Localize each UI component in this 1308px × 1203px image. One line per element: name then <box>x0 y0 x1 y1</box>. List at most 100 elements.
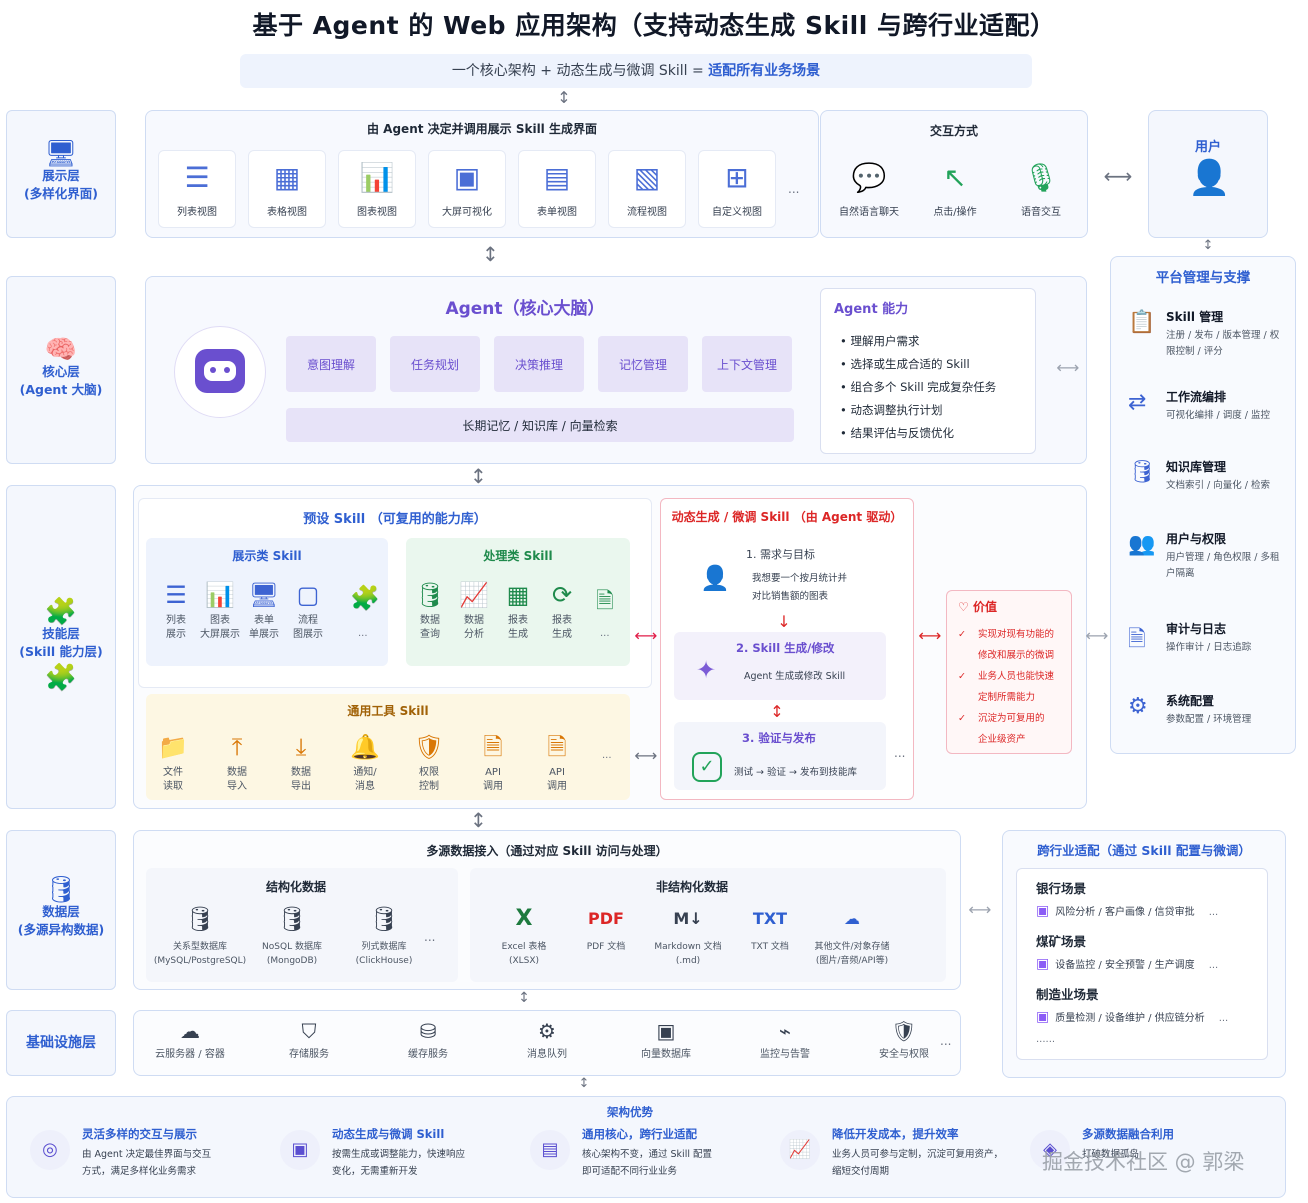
interaction-label: 自然语言聊天 <box>839 206 899 218</box>
layer-sub: (多样化界面) <box>24 186 98 201</box>
step-desc: 测试 → 验证 → 发布到技能库 <box>734 767 857 778</box>
skill-tile[interactable]: ▢流程 图展示 <box>286 580 330 642</box>
interaction-item[interactable]: 🎙语音交互 <box>1002 150 1080 228</box>
data-source-name: Markdown 文档 <box>654 942 722 952</box>
skill-tile[interactable]: 🛡权限 控制 <box>406 732 452 794</box>
data-source[interactable]: ☁其他文件/对象存储(图片/音频/API等) <box>806 904 898 968</box>
platform-item[interactable]: ⇄工作流编排可视化编排 / 调度 / 监控 <box>1128 388 1288 448</box>
puzzle-icon: 🧩 <box>350 584 380 612</box>
monitor-icon: 🖥 <box>248 581 280 609</box>
infra-item[interactable]: ⛉存储服务 <box>259 1018 359 1062</box>
platform-item[interactable]: 📋Skill 管理注册 / 发布 / 版本管理 / 权限控制 / 评分 <box>1128 308 1288 368</box>
skill-tile[interactable]: ▦报表 生成 <box>496 580 540 642</box>
skill-label: 权限 控制 <box>419 767 439 792</box>
form-icon: ▢ <box>296 581 320 609</box>
platform-item-title: 系统配置 <box>1166 694 1215 708</box>
data-source-name: PDF 文档 <box>586 942 626 952</box>
data-source[interactable]: 🛢关系型数据库(MySQL/PostgreSQL) <box>152 904 248 968</box>
skill-tile[interactable]: 🖥表单 单展示 <box>242 580 286 642</box>
agent-function-pill: 意图理解 <box>286 336 376 392</box>
industry-item[interactable]: 银行场景▣风险分析 / 客户画像 / 信贷审批... <box>1036 878 1252 919</box>
skill-tile[interactable]: 📈数据 分析 <box>452 580 496 642</box>
unstructured-panel <box>470 868 946 982</box>
skill-label: 通知/ 消息 <box>353 767 377 792</box>
skill-tile[interactable]: ☰ 列表 展示 <box>154 580 198 642</box>
industry-item[interactable]: 煤矿场景▣设备监控 / 安全预警 / 生产调度... <box>1036 931 1252 972</box>
view-tile[interactable]: 📊图表视图 <box>338 150 416 228</box>
structured-more: ... <box>424 930 436 944</box>
platform-item-desc: 用户管理 / 角色权限 / 多租户隔离 <box>1166 552 1280 579</box>
skill-label: 列表 展示 <box>166 615 186 640</box>
interaction-item[interactable]: 💬自然语言聊天 <box>830 150 908 228</box>
unstructured-heading: 非结构化数据 <box>655 880 728 894</box>
skill-tile[interactable]: 🗎API 调用 <box>534 732 580 794</box>
bidirectional-arrow-icon: ⟷ <box>918 626 942 645</box>
capability-item: • 动态调整执行计划 <box>840 403 943 417</box>
table-icon: ▦ <box>273 160 301 194</box>
platform-item[interactable]: 👥 用户与权限用户管理 / 角色权限 / 多租户隔离 <box>1128 530 1288 590</box>
platform-item-desc: 文档索引 / 向量化 / 检索 <box>1166 480 1270 491</box>
view-tile[interactable]: ▤表单视图 <box>518 150 596 228</box>
database-icon: 🛢 <box>368 905 400 933</box>
magic-wand-icon: ✦ <box>696 656 717 684</box>
platform-item-desc: 参数配置 / 环境管理 <box>1166 714 1252 725</box>
monitor-icon: ⌁ <box>778 1019 792 1043</box>
brain-icon: 🧠 <box>44 335 78 365</box>
view-tile[interactable]: ▧流程视图 <box>608 150 686 228</box>
infra-item[interactable]: ⌁监控与告警 <box>735 1018 835 1062</box>
capability-text: 选择或生成合适的 Skill <box>850 357 970 371</box>
cache-icon: ⛁ <box>419 1019 437 1043</box>
advantage-desc: 按需生成或调整能力，快速响应 变化，无需重新开发 <box>332 1149 466 1177</box>
arrow-icon: ↕ <box>1202 238 1214 253</box>
advantage-desc: 打破数据孤岛 <box>1082 1149 1140 1160</box>
platform-item[interactable]: 🗎审计与日志操作审计 / 日志追踪 <box>1128 620 1288 680</box>
layer-label-data: 🛢 数据层 (多源异构数据) <box>6 830 116 990</box>
skill-tile[interactable]: 🛢数据 查询 <box>408 580 452 642</box>
interaction-item[interactable]: ↖点击/操作 <box>916 150 994 228</box>
infra-item[interactable]: 🛡安全与权限 <box>854 1018 954 1062</box>
layer-sub: (多源异构数据) <box>17 922 105 937</box>
view-tile[interactable]: ☰列表视图 <box>158 150 236 228</box>
analytics-icon: 📈 <box>459 581 489 609</box>
view-tile[interactable]: ⊞自定义视图 <box>698 150 776 228</box>
skill-tile[interactable]: 📊图表 大屏展示 <box>198 580 242 642</box>
list-icon: ☰ <box>165 581 187 609</box>
platform-item[interactable]: ⚙系统配置参数配置 / 环境管理 <box>1128 692 1288 752</box>
view-tile[interactable]: ▦表格视图 <box>248 150 326 228</box>
view-label: 表单视图 <box>537 206 577 218</box>
skill-label: API 调用 <box>547 767 567 792</box>
infra-item[interactable]: ☁云服务器 / 容器 <box>140 1018 240 1062</box>
industry-item-more: ... <box>1208 960 1219 971</box>
infra-item[interactable]: ▣向量数据库 <box>616 1018 716 1062</box>
platform-item[interactable]: 🛢知识库管理文档索引 / 向量化 / 检索 <box>1128 458 1288 518</box>
industry-item[interactable]: 制造业场景▣质量检测 / 设备维护 / 供应链分析... <box>1036 984 1252 1025</box>
data-source[interactable]: M↓Markdown 文档(.md) <box>642 904 734 968</box>
users-icon: 👥 <box>1128 532 1156 557</box>
skill-tile[interactable]: ⤒数据 导入 <box>214 732 260 794</box>
chart-icon: ▣ <box>1036 903 1050 919</box>
process-skill-panel <box>406 538 630 666</box>
agent-heading: Agent（核心大脑） <box>445 299 605 319</box>
interaction-label: 语音交互 <box>1021 206 1061 218</box>
platform-item-title: 用户与权限 <box>1166 532 1227 546</box>
industry-desc-row: ▣质量检测 / 设备维护 / 供应链分析... <box>1036 1009 1252 1025</box>
puzzle-icon: 🧩 <box>44 663 78 693</box>
view-tile[interactable]: ▣大屏可视化 <box>428 150 506 228</box>
platform-item-title: Skill 管理 <box>1166 310 1224 324</box>
skill-tile[interactable]: ⟳报表 生成 <box>540 580 584 642</box>
skill-tile[interactable]: ⤓数据 导出 <box>278 732 324 794</box>
advantages-heading: 架构优势 <box>607 1105 653 1119</box>
skill-tile[interactable]: 📁文件 读取 <box>150 732 196 794</box>
infra-item[interactable]: ⛁缓存服务 <box>378 1018 478 1062</box>
data-source[interactable]: 🛢NoSQL 数据库(MongoDB) <box>244 904 340 968</box>
data-source[interactable]: 🛢列式数据库(ClickHouse) <box>336 904 432 968</box>
skill-label: 报表 生成 <box>552 615 572 640</box>
infra-item[interactable]: ⚙消息队列 <box>497 1018 597 1062</box>
arrow-icon: ↕ <box>470 808 487 832</box>
skill-tile[interactable]: 🔔通知/ 消息 <box>342 732 388 794</box>
layer-name: 展示层 <box>42 168 80 183</box>
skill-tile[interactable]: 🗎API 调用 <box>470 732 516 794</box>
